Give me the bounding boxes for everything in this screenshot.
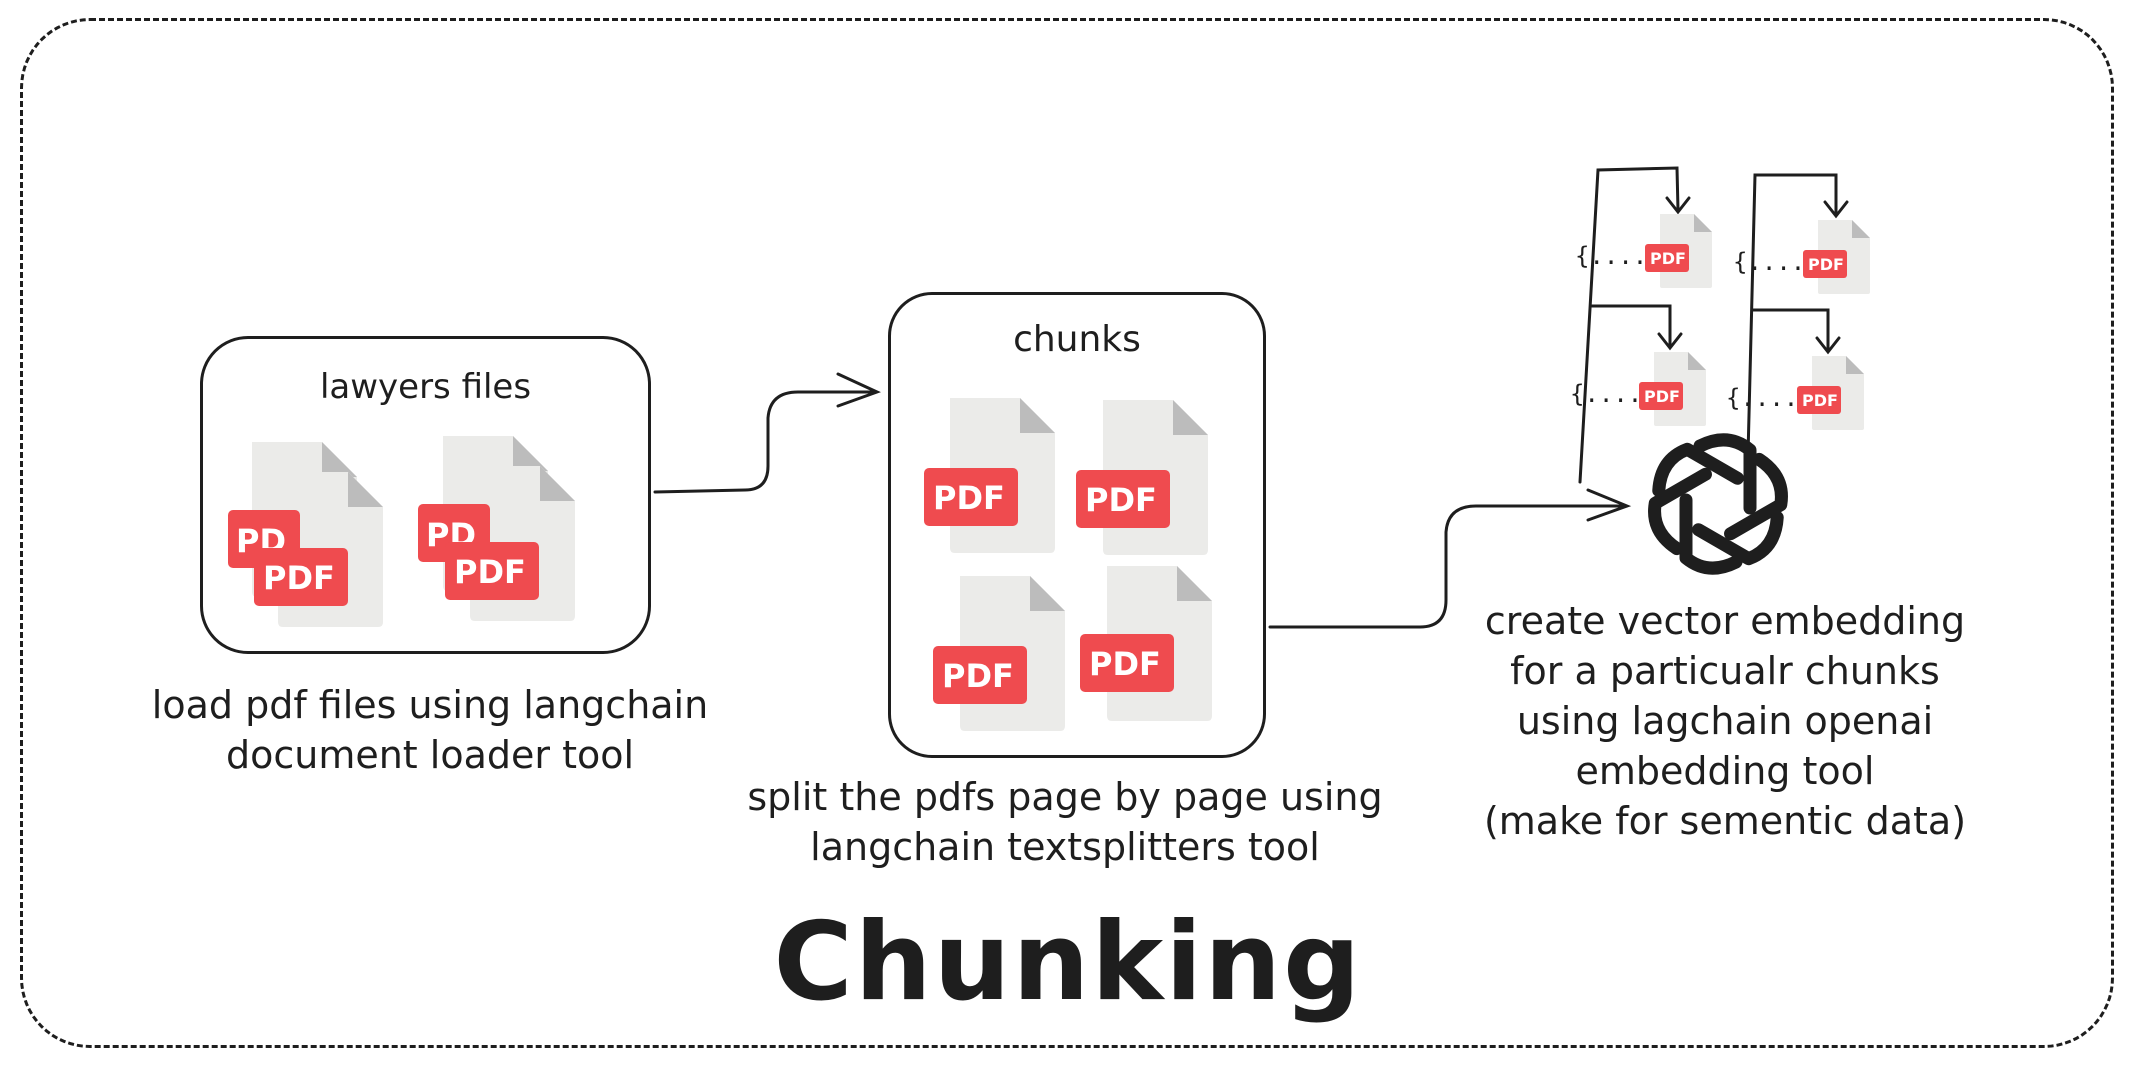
pdf-chunk-icon: PDF [1080,566,1212,721]
diagram-title: Chunking [773,900,1363,1025]
vector-item: {.....} PDF [1726,356,1864,430]
splitter-caption-line: langchain textsplitters tool [810,825,1320,869]
embedding-caption-line: using lagchain openai [1516,699,1934,743]
splitter-caption: split the pdfs page by page using langch… [740,772,1390,872]
pdf-badge-label: PDF [942,657,1014,695]
flow-arrow-split-to-embed [1268,488,1632,629]
pdf-badge-label: PDF [1085,481,1157,519]
embedding-branch-lines [1578,166,1849,484]
splitter-caption-line: split the pdfs page by page using [747,775,1383,819]
pdf-badge-label: PDF [263,559,335,597]
vector-item: {.....} PDF [1733,220,1870,294]
embedding-caption-line: (make for sementic data) [1483,799,1967,843]
loader-caption-line: load pdf files using langchain [151,683,709,727]
embedding-caption: create vector embedding for a particualr… [1460,596,1990,846]
pdf-badge-label: PDF [1089,645,1161,683]
loader-caption: load pdf files using langchain document … [130,680,730,780]
pdf-badge-label: PDF [1650,249,1686,268]
pdf-badge-label: PDF [1808,255,1844,274]
pdf-badge-label: PDF [1802,391,1838,410]
pdf-chunk-icon: PDF [924,398,1055,553]
lawyers-files-title: lawyers files [319,367,532,407]
pdf-chunk-icon: PDF [933,576,1065,731]
embedding-caption-line: create vector embedding [1484,599,1966,643]
pdf-badge-label: PDF [1644,387,1680,406]
embedding-caption-line: for a particualr chunks [1510,649,1940,693]
lawyers-files-box: lawyers files [200,336,651,654]
openai-logo-icon [1648,433,1788,575]
pdf-badge-label: PDF [454,553,526,591]
flow-arrow-load-to-split [653,372,881,494]
vector-item: {.....} PDF [1575,214,1712,288]
pdf-file-icon: PD PDF [418,436,575,621]
chunks-title: chunks [1013,319,1141,360]
pdf-file-icon: PD PDF [228,442,383,627]
chunks-box: chunks [888,292,1266,758]
diagram-frame [20,18,2114,1048]
pdf-badge-label: PDF [933,479,1005,517]
pdf-chunk-icon: PDF [1076,400,1208,555]
vector-item: {.....} PDF [1570,352,1706,426]
embedding-caption-line: embedding tool [1575,749,1875,793]
loader-caption-line: document loader tool [225,733,635,777]
